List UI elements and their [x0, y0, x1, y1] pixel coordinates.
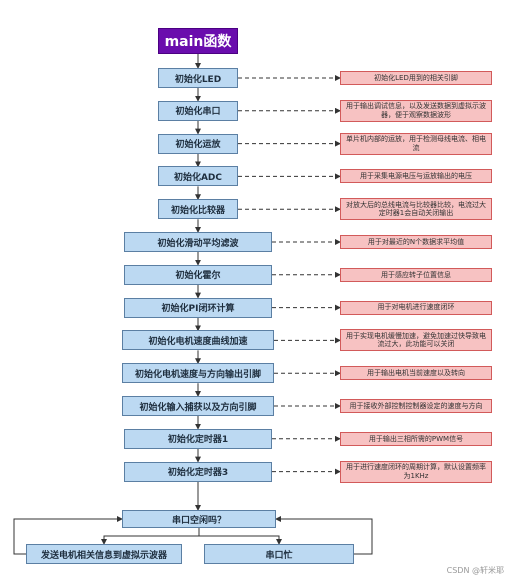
- step-node: 初始化串口: [158, 100, 238, 121]
- step-note: 用于实现电机缓慢加速，避免加速过快导致电流过大，此功能可以关闭: [340, 329, 492, 352]
- loop-back-left: [13, 516, 123, 555]
- step-node: 初始化输入捕获以及方向引脚: [122, 396, 274, 416]
- step-note: 用于采集电源电压与运放输出的电压: [340, 169, 492, 184]
- main-function-title: main函数: [158, 28, 238, 54]
- step-note: 初始化LED用到的相关引脚: [340, 71, 492, 85]
- step-node: 初始化比较器: [158, 199, 238, 220]
- step-note: 用于接收外部控制控制器设定的速度与方向: [340, 399, 492, 413]
- step-node: 初始化定时器1: [124, 428, 272, 449]
- step-note: 对放大后的总线电流与比较器比较，电流过大定时器1会自动关闭输出: [340, 198, 492, 221]
- step-note: 用于感应转子位置信息: [340, 267, 492, 282]
- step-note: 用于输出调试信息，以及发送数据到虚拟示波器，便于观察数据波形: [340, 99, 492, 122]
- step-note: 用于对电机进行速度闭环: [340, 300, 492, 315]
- step-node: 初始化ADC: [158, 166, 238, 187]
- step-node: 初始化滑动平均滤波: [124, 232, 272, 252]
- step-note: 用于进行速度闭环的周期计算，默认设置频率为1KHz: [340, 460, 492, 483]
- step-node: 初始化霍尔: [124, 264, 272, 285]
- step-node: 初始化定时器3: [124, 461, 272, 482]
- branch-right-arrow: [198, 528, 282, 545]
- step-note: 用于输出电机当前速度以及转向: [340, 366, 492, 381]
- loop-back-right: [275, 516, 373, 555]
- step-note: 单片机内部的运放，用于检测母线电流、相电流: [340, 132, 492, 155]
- step-node: 初始化LED: [158, 68, 238, 88]
- step-node: 初始化运放: [158, 133, 238, 154]
- watermark: CSDN @轩米耶: [446, 566, 504, 575]
- branch-serial-busy: 串口忙: [204, 544, 354, 564]
- step-note: 用于对最近的N个数据求平均值: [340, 235, 492, 249]
- step-node: 初始化电机速度曲线加速: [122, 330, 274, 351]
- step-node: 初始化PI闭环计算: [124, 297, 272, 318]
- branch-left-arrow: [101, 528, 200, 545]
- step-note: 用于输出三相所需的PWM信号: [340, 431, 492, 446]
- branch-send-to-oscilloscope: 发送电机相关信息到虚拟示波器: [26, 544, 182, 564]
- decision-serial-idle: 串口空闲吗？: [122, 510, 276, 528]
- step-node: 初始化电机速度与方向输出引脚: [122, 363, 274, 384]
